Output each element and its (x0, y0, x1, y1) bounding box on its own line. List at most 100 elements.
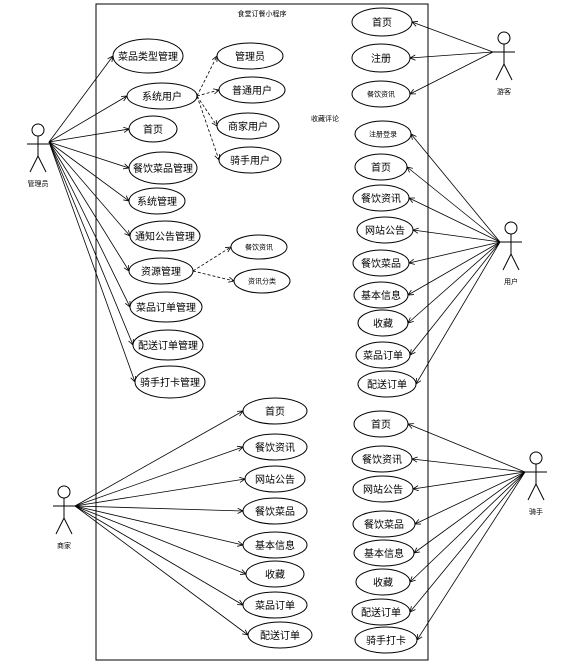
user-case-8-label: 菜品订单 (363, 350, 403, 362)
merchant-case-1[interactable]: 首页 (242, 397, 308, 425)
rider-case-8[interactable]: 骑手打卡 (354, 626, 418, 654)
user-case-4[interactable]: 网站公告 (356, 216, 414, 244)
user-case-6-label: 基本信息 (361, 289, 401, 302)
rider-case-6-label: 收藏 (373, 576, 393, 589)
admin-case-2[interactable]: 系统用户 (126, 82, 198, 110)
user-assoc-2 (406, 166, 501, 243)
rider-case-3-label: 网站公告 (363, 483, 403, 496)
merchant-case-2-label: 餐饮资讯 (255, 441, 295, 454)
merchant-case-7[interactable]: 菜品订单 (242, 591, 308, 619)
actor-rider-head (529, 451, 543, 465)
system-title: 食堂订餐小程序 (238, 9, 287, 18)
rider-case-4-label: 餐饮菜品 (364, 518, 404, 531)
rider-case-7-label: 配送订单 (361, 606, 401, 619)
system-user-sub-3-label: 商家用户 (228, 120, 268, 133)
admin-case-5[interactable]: 系统管理 (128, 187, 186, 215)
actor-merchant-left-leg (55, 517, 65, 535)
system-user-sub-1-label: 管理员 (235, 50, 265, 63)
rider-case-2-ellipse (351, 445, 413, 473)
user-assoc-7 (407, 241, 501, 324)
admin-case-7-ellipse (128, 257, 194, 285)
guest-case-2[interactable]: 注册 (351, 43, 411, 73)
admin-case-8[interactable]: 菜品订单管理 (129, 291, 203, 323)
user-assoc-9-head (415, 377, 422, 385)
merchant-case-4[interactable]: 餐饮菜品 (242, 497, 308, 525)
merchant-case-5[interactable]: 基本信息 (242, 531, 308, 559)
actor-admin[interactable]: 管理员 (27, 123, 49, 188)
merchant-assoc-7-head (236, 599, 244, 606)
merchant-case-8[interactable]: 配送订单 (247, 621, 313, 649)
user-case-2-ellipse (354, 153, 408, 181)
system-user-sub-2[interactable]: 普通用户 (218, 76, 286, 104)
actor-guest[interactable]: 游客 (493, 31, 515, 96)
rider-case-6-ellipse (355, 568, 411, 596)
merchant-case-6[interactable]: 收藏 (245, 560, 305, 588)
merchant-assoc-1 (74, 410, 244, 507)
rider-case-2[interactable]: 餐饮资讯 (351, 445, 413, 473)
system-user-sub-1[interactable]: 管理员 (216, 42, 284, 70)
guest-case-1[interactable]: 首页 (351, 7, 413, 37)
resource-sub-1[interactable]: 餐饮资讯 (230, 234, 288, 260)
user-assoc-9 (415, 241, 501, 385)
admin-case-6-label: 通知公告管理 (135, 230, 195, 243)
rider-assoc-6 (409, 471, 526, 583)
user-case-3[interactable]: 餐饮资讯 (352, 184, 410, 212)
merchant-case-2[interactable]: 餐饮资讯 (242, 433, 308, 461)
rider-case-2-label: 餐饮资讯 (362, 453, 402, 466)
merchant-assoc-5 (74, 505, 244, 546)
admin-case-1-label: 菜品类型管理 (118, 50, 178, 63)
admin-case-1[interactable]: 菜品类型管理 (112, 38, 184, 74)
rider-case-1[interactable]: 首页 (353, 410, 409, 438)
admin-case-10[interactable]: 骑手打卡管理 (134, 365, 206, 399)
system-user-sub-3[interactable]: 商家用户 (216, 112, 280, 140)
system-user-sub-4[interactable]: 骑手用户 (218, 146, 282, 174)
merchant-case-3[interactable]: 网站公告 (244, 465, 306, 493)
admin-case-3-ellipse (128, 115, 178, 143)
admin-case-9[interactable]: 配送订单管理 (132, 329, 204, 361)
actor-user[interactable]: 用户 (500, 221, 522, 286)
admin-case-7[interactable]: 资源管理 (128, 257, 194, 285)
merchant-case-1-label: 首页 (265, 405, 285, 418)
user-case-7[interactable]: 收藏 (357, 309, 409, 337)
system-user-sub-4-ellipse (218, 146, 282, 174)
admin-assoc-10 (48, 141, 136, 383)
user-assoc-3 (408, 197, 501, 243)
actor-merchant[interactable]: 商家 (53, 485, 75, 550)
user-case-9[interactable]: 配送订单 (357, 370, 417, 398)
admin-case-6[interactable]: 通知公告管理 (129, 220, 201, 252)
admin-case-3[interactable]: 首页 (128, 115, 178, 143)
system-user-ext-4 (196, 95, 220, 161)
resource-sub-2-label: 资讯分类 (248, 277, 276, 286)
actor-user-label: 用户 (504, 277, 518, 286)
admin-case-4[interactable]: 餐饮菜品管理 (128, 151, 198, 185)
actor-rider[interactable]: 骑手 (525, 451, 547, 516)
actor-rider-left-leg (527, 483, 537, 501)
rider-case-7[interactable]: 配送订单 (351, 598, 411, 626)
user-case-6[interactable]: 基本信息 (353, 281, 409, 309)
user-case-2[interactable]: 首页 (354, 153, 408, 181)
system-user-sub-2-label: 普通用户 (232, 84, 272, 97)
rider-assoc-8 (416, 471, 526, 641)
rider-case-3[interactable]: 网站公告 (352, 475, 414, 503)
guest-case-3[interactable]: 餐饮资讯 (351, 80, 411, 108)
merchant-assoc-2 (74, 446, 244, 507)
system-user-sub-3-ellipse (216, 112, 280, 140)
rider-assoc-4 (414, 471, 526, 525)
rider-case-4[interactable]: 餐饮菜品 (352, 510, 416, 538)
user-case-3-ellipse (352, 184, 410, 212)
merchant-case-6-label: 收藏 (265, 568, 285, 581)
user-case-1[interactable]: 注册登录 (354, 120, 412, 148)
rider-case-5-label: 基本信息 (364, 547, 404, 560)
admin-assoc-8 (48, 141, 131, 308)
admin-case-2-ellipse (126, 82, 198, 110)
rider-case-5[interactable]: 基本信息 (353, 539, 415, 567)
user-case-5[interactable]: 餐饮菜品 (352, 249, 410, 277)
user-case-3-label: 餐饮资讯 (361, 192, 401, 205)
actor-rider-right-leg (535, 483, 545, 501)
rider-case-6[interactable]: 收藏 (355, 568, 411, 596)
merchant-case-5-ellipse (242, 531, 308, 559)
resource-sub-2[interactable]: 资讯分类 (233, 268, 291, 294)
user-case-8[interactable]: 菜品订单 (355, 341, 411, 369)
